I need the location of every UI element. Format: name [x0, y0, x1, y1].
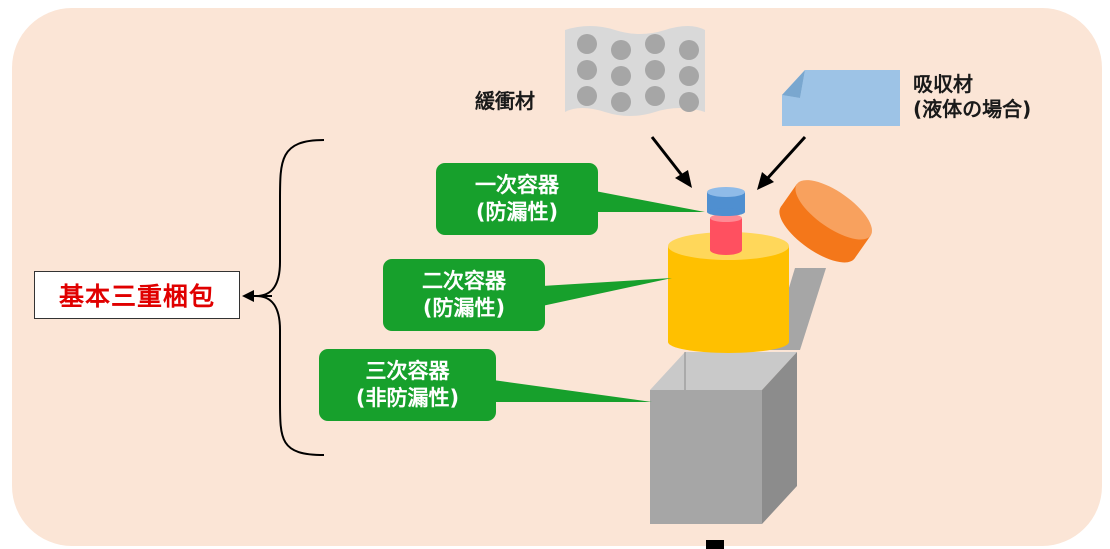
callout-primary-text: 一次容器 (防漏性)	[436, 172, 598, 226]
callout-tertiary-text: 三次容器 (非防漏性)	[319, 358, 496, 412]
absorbent-material-icon	[782, 70, 900, 126]
callout-primary-line1: 一次容器	[475, 173, 559, 197]
arrow-cushion-to-tube	[650, 136, 686, 179]
callout-primary-line2: (防漏性)	[475, 200, 559, 224]
callout-secondary-line2: (防漏性)	[422, 296, 506, 320]
primary-container-tube	[707, 187, 745, 255]
callout-tertiary-line1: 三次容器	[365, 359, 450, 383]
callout-secondary-line1: 二次容器	[422, 269, 506, 293]
arrow-absorbent-to-tube	[764, 135, 807, 182]
callout-tertiary	[319, 349, 652, 421]
secondary-container-cylinder	[668, 232, 789, 353]
absorbent-label: 吸収材 (液体の場合)	[913, 72, 1031, 122]
cushion-label: 緩衝材	[475, 89, 535, 113]
callout-primary	[436, 163, 705, 235]
tertiary-container-box	[650, 268, 826, 524]
callout-tertiary-line2: (非防漏性)	[355, 386, 460, 410]
absorbent-label-line2: (液体の場合)	[913, 97, 1032, 121]
container-lid	[779, 180, 873, 263]
absorbent-label-line1: 吸収材	[913, 72, 973, 96]
brace-arrow-head	[242, 290, 254, 302]
callout-secondary-text: 二次容器 (防漏性)	[383, 268, 545, 322]
bottom-marker	[706, 540, 724, 549]
callout-secondary	[383, 259, 672, 331]
grouping-brace	[255, 139, 325, 456]
basic-triple-packaging-box: 基本三重梱包	[34, 271, 240, 319]
cushion-material-icon	[565, 26, 705, 116]
basic-triple-packaging-label: 基本三重梱包	[58, 282, 215, 311]
